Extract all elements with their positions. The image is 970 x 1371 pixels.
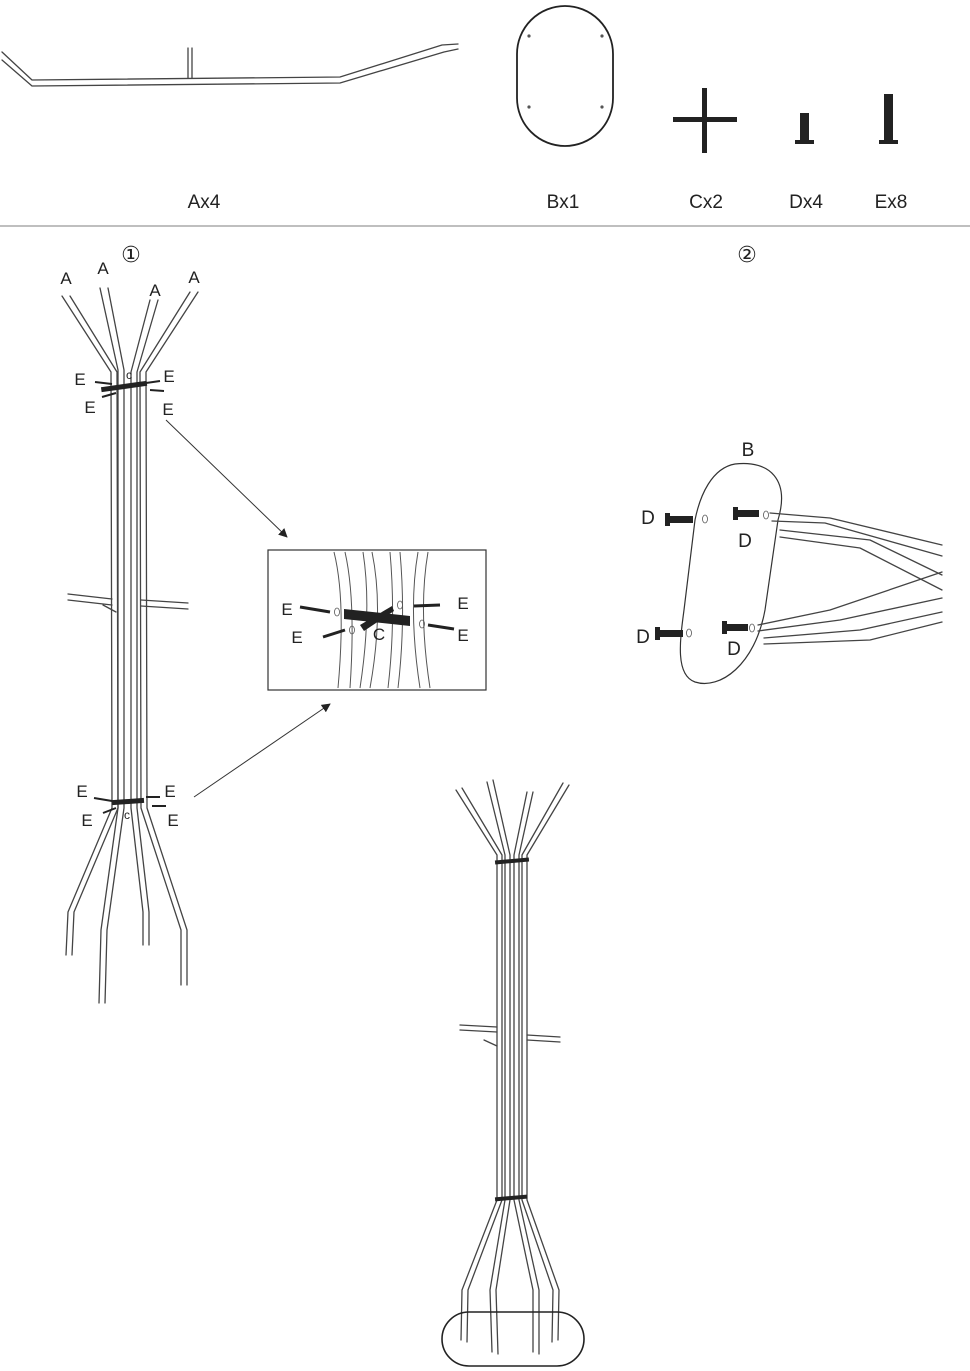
screw-e-label-3: E bbox=[84, 398, 95, 417]
part-d-label: Dx4 bbox=[789, 192, 823, 213]
step-1: ① A A A A c E E E E bbox=[60, 242, 487, 1004]
screw-e-label-7: E bbox=[81, 811, 92, 830]
upper-connector-step-1 bbox=[94, 380, 165, 398]
part-b-label: Bx1 bbox=[547, 192, 580, 213]
screw-e-label-4: E bbox=[162, 400, 173, 419]
rod-a-label-3: A bbox=[149, 281, 161, 300]
detail-screw-e-label-2: E bbox=[291, 628, 302, 647]
screw-e-label-6: E bbox=[164, 782, 175, 801]
part-c-connector-drawing bbox=[673, 88, 737, 153]
assembled-coat-stand bbox=[441, 779, 585, 1367]
detail-screw-e-label-3: E bbox=[457, 594, 468, 613]
detail-screw-e-label-1: E bbox=[281, 600, 292, 619]
lower-connector-step-1 bbox=[93, 796, 166, 814]
step-2: ② B D D D D bbox=[636, 242, 943, 684]
connector-c-label-upper: c bbox=[126, 368, 132, 382]
part-b-base-drawing bbox=[516, 5, 614, 147]
screw-d-label-3: D bbox=[636, 627, 650, 648]
screw-d-label-1: D bbox=[641, 508, 655, 529]
part-a-label: Ax4 bbox=[188, 192, 221, 213]
step-2-number: ② bbox=[737, 242, 757, 267]
screw-e-label-2: E bbox=[163, 367, 174, 386]
detail-connector-c-label: C bbox=[373, 625, 385, 644]
base-plate-b-label: B bbox=[742, 440, 755, 461]
part-c-label: Cx2 bbox=[689, 192, 723, 213]
screw-e-label-8: E bbox=[167, 811, 178, 830]
part-e-screw-drawing bbox=[879, 94, 898, 144]
part-a-rod-drawing bbox=[1, 43, 459, 87]
detail-inset bbox=[267, 549, 487, 691]
rod-bundle-step-1 bbox=[61, 287, 199, 1004]
part-d-screw-drawing bbox=[795, 113, 814, 144]
screw-e-label-5: E bbox=[76, 782, 87, 801]
connector-c-label-lower: c bbox=[124, 808, 130, 822]
rod-a-label-4: A bbox=[188, 268, 200, 287]
screw-d-label-4: D bbox=[727, 639, 741, 660]
screw-e-label-1: E bbox=[74, 370, 85, 389]
step-1-number: ① bbox=[121, 242, 141, 267]
base-plate-step-2 bbox=[679, 462, 943, 684]
screw-d-label-2: D bbox=[738, 531, 752, 552]
part-e-label: Ex8 bbox=[875, 192, 908, 213]
detail-arrow-upper bbox=[165, 419, 288, 538]
detail-arrow-lower bbox=[193, 703, 331, 798]
screws-d-step-2 bbox=[655, 507, 759, 640]
rod-a-label-1: A bbox=[60, 269, 72, 288]
detail-screw-e-label-4: E bbox=[457, 626, 468, 645]
parts-list: Ax4 Bx1 Cx2 Dx4 Ex8 bbox=[1, 5, 908, 213]
rod-a-label-2: A bbox=[97, 259, 109, 278]
